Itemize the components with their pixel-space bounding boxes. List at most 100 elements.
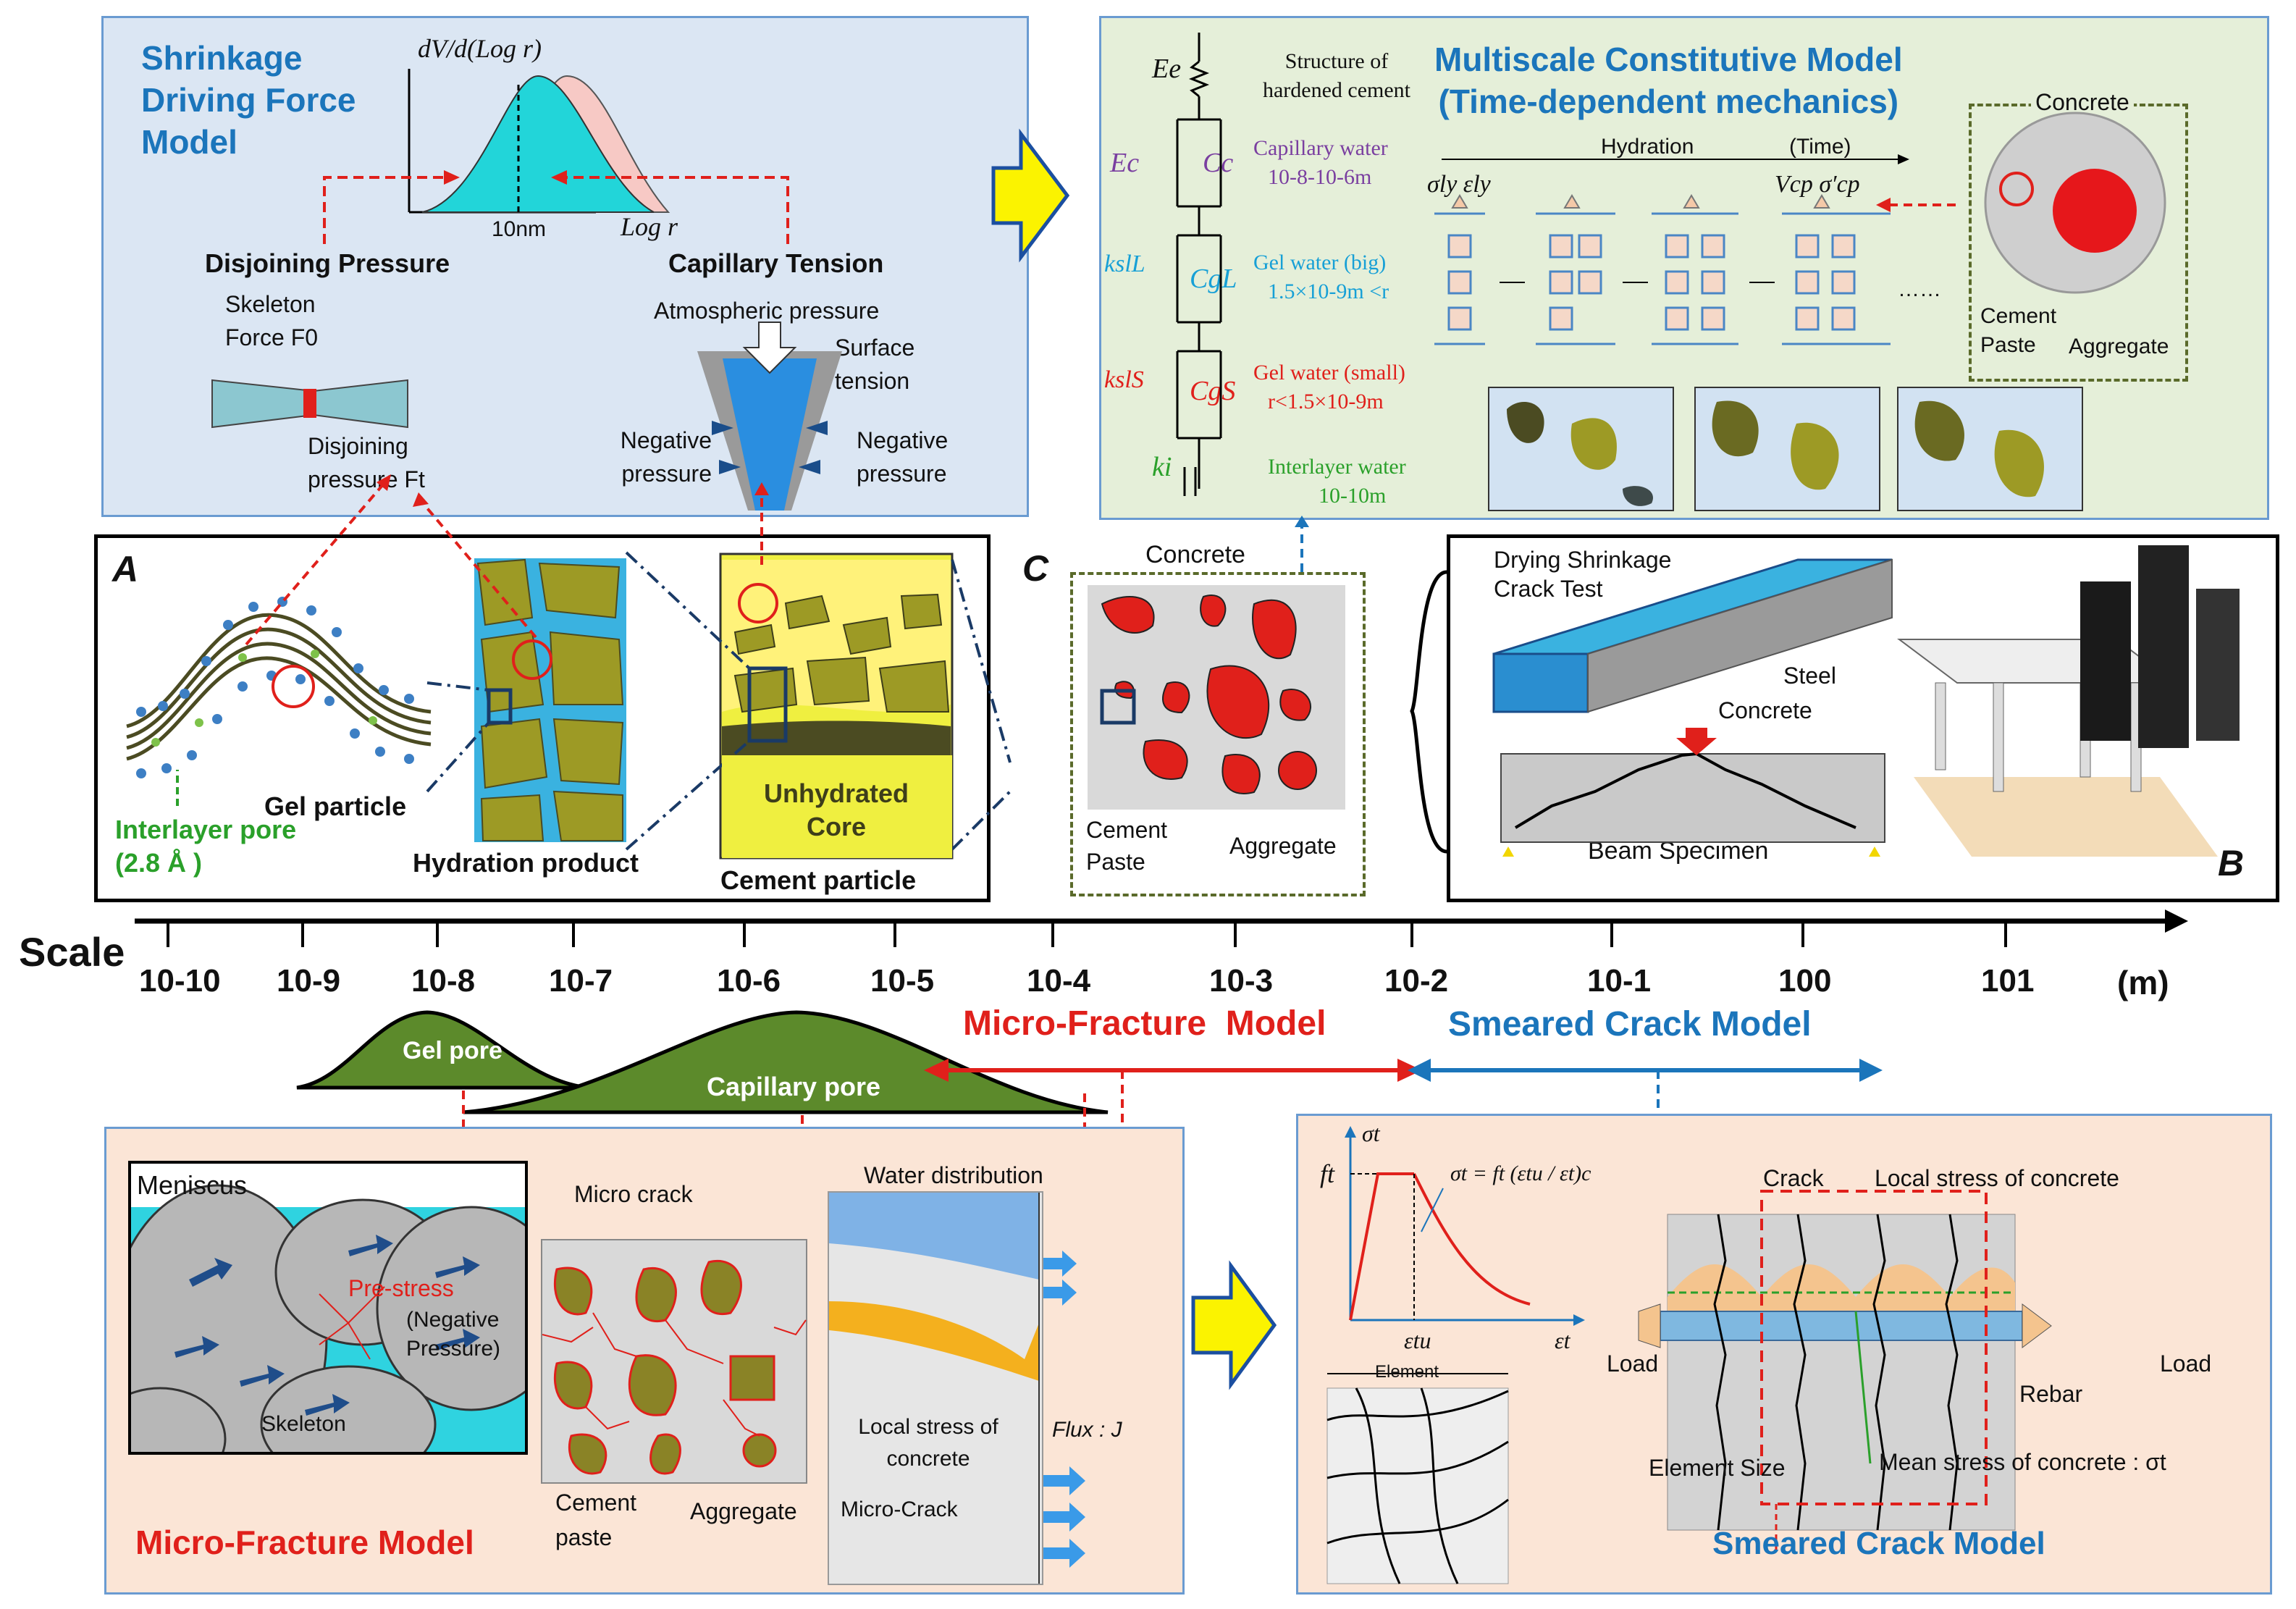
sigma-ly-label: σly εly: [1427, 171, 1491, 198]
capillary-water: [723, 358, 817, 511]
rebar: [1660, 1311, 2023, 1341]
smeared-local-stress: Local stress of concrete: [1875, 1165, 2119, 1191]
aggregate-circle: [2053, 169, 2137, 253]
driving-force-title: Shrinkage Driving Force Model: [141, 37, 356, 163]
concrete-aggregate: Aggregate: [1229, 833, 1337, 859]
driving-force-graphics: [211, 69, 842, 511]
peak-label: 10nm: [492, 217, 547, 241]
constitutive-title-2: (Time-dependent mechanics): [1438, 83, 1899, 120]
micro-crack2-label: Micro-Crack: [841, 1497, 958, 1521]
eps-tu-label: εtu: [1404, 1327, 1431, 1353]
constitutive-title: Multiscale Constitutive Model (Time-depe…: [1434, 38, 1903, 122]
box-A: A Interlayer pore (2.8 Å ) Gel particle …: [94, 534, 1012, 902]
element-size-label: Element Size: [1649, 1455, 1786, 1481]
tick-0: 10-10: [139, 963, 221, 999]
capillary-range-label: 10-8-10-6m: [1268, 165, 1372, 189]
cement-paste-label: Cement paste: [555, 1490, 637, 1550]
bridge-deck: [1897, 639, 2177, 684]
smeared-crack-range-label: Smeared Crack Model: [1448, 1005, 1812, 1043]
micro-panel-title: Micro-Fracture Model: [135, 1524, 474, 1561]
formula-label: σt = ft (εtu / εt)c: [1450, 1161, 1591, 1185]
pre-stress-label: Pre-stress: [348, 1275, 454, 1301]
smeared-concrete: [1667, 1214, 2016, 1531]
tick-10: 100: [1778, 963, 1832, 999]
tick-7: 10-3: [1209, 963, 1274, 999]
tick-11: 101: [1981, 963, 2035, 999]
sigma-t-label: σt: [1362, 1120, 1380, 1146]
capillary-pore-label: Capillary pore: [707, 1072, 881, 1101]
micro-crack-box: [541, 1239, 807, 1484]
cgs-label: CgS: [1190, 376, 1236, 406]
constitutive-graphics: [1176, 33, 2166, 511]
capillary-water-label: Capillary water: [1253, 136, 1388, 160]
tick-9: 10-1: [1587, 963, 1652, 999]
negative-pressure-left: Negative pressure: [620, 427, 712, 487]
eps-t-label: εt: [1555, 1327, 1570, 1353]
interlayer-pore-label: Interlayer pore (2.8 Å ): [115, 815, 297, 878]
cc-label: Cc: [1203, 148, 1234, 178]
tick-1: 10-9: [277, 963, 341, 999]
gel-particle-label: Gel particle: [264, 791, 407, 821]
scale-axis: Scale (m) 10-10 10-9 10-8 10-7 10-6 10-5…: [0, 896, 2296, 1012]
tick-3: 10-7: [549, 963, 613, 999]
smeared-crack-panel: σt ft σt = ft (εtu / εt)c εtu εt Element…: [1296, 1114, 2272, 1595]
gel-small-label: Gel water (small): [1253, 361, 1405, 385]
building-2: [2138, 545, 2189, 748]
left-red-arrow: [323, 176, 444, 244]
micro-fracture-panel: Meniscus Pre-stress (Negative Pressure) …: [104, 1127, 1185, 1595]
label-B: B: [2218, 843, 2245, 883]
drying-test-label: Drying Shrinkage Crack Test: [1494, 547, 1672, 602]
title-line-2: Driving Force: [141, 81, 356, 119]
water-distribution-label: Water distribution: [864, 1162, 1043, 1188]
hydration-product-label: Hydration product: [413, 848, 639, 878]
concrete-box-graphics: [1100, 595, 1317, 794]
crack-label: Crack: [1763, 1165, 1824, 1191]
inset-cement-paste: Cement Paste: [1980, 304, 2057, 357]
skeleton-label: Skeleton: [261, 1412, 346, 1436]
vcp-sigma-label: Vcp σ′cp: [1775, 171, 1860, 198]
box-B-graphics: [1492, 545, 2240, 857]
flux-arrows: [1043, 1251, 1085, 1568]
negative-pressure-right: Negative pressure: [857, 427, 949, 487]
title-line-1: Shrinkage: [141, 39, 303, 77]
bridge-ground: [1914, 777, 2218, 857]
gel-big-range: 1.5×10-9m <r: [1268, 280, 1389, 303]
ft-label: ft: [1320, 1159, 1335, 1188]
meniscus-label: Meniscus: [137, 1170, 248, 1200]
label-A: A: [112, 549, 139, 589]
skeleton-force-label: Skeleton Force F0: [225, 291, 319, 350]
rheology-chain: [1176, 33, 1222, 496]
atmospheric-arrow: [742, 322, 797, 374]
capillary-title: Capillary Tension: [668, 248, 884, 278]
ksls-label: kslS: [1104, 366, 1144, 393]
concrete-label-b: Concrete: [1718, 697, 1812, 723]
inset-concrete-label: Concrete: [2031, 88, 2134, 117]
unit-label: (m): [2117, 964, 2169, 1001]
scale-label: Scale: [19, 929, 125, 975]
element-label: Element: [1375, 1362, 1439, 1382]
cgl-label: CgL: [1190, 264, 1237, 294]
gel-small-range: r<1.5×10-9m: [1268, 390, 1384, 413]
gel-big-label: Gel water (big): [1253, 251, 1387, 274]
x-axis-label: Log r: [621, 212, 678, 241]
mean-stress-label: Mean stress of concrete : σt: [1879, 1449, 2166, 1475]
box-B: Drying Shrinkage Crack Test Steel Concre…: [1447, 534, 2279, 902]
flux-label: Flux : J: [1052, 1418, 1122, 1442]
ki-label: ki: [1152, 452, 1172, 482]
negative-pressure-arrows: [712, 421, 828, 474]
tick-4: 10-6: [717, 963, 781, 999]
structure-label: Structure of hardened cement: [1262, 49, 1411, 102]
building-3: [2196, 589, 2240, 741]
negative-pressure-label: (Negative Pressure): [406, 1308, 501, 1361]
dots-label: ……: [1898, 277, 1941, 301]
meniscus-graphics: [131, 1184, 525, 1452]
interlayer-water-label: Interlayer water: [1268, 455, 1406, 479]
hydration-label: Hydration: [1601, 135, 1694, 159]
constitutive-title-1: Multiscale Constitutive Model: [1434, 41, 1903, 78]
interlayer-range-label: 10-10m: [1319, 484, 1387, 508]
ec-label: Ec: [1110, 148, 1140, 178]
building-1: [2080, 581, 2131, 741]
tick-8: 10-2: [1384, 963, 1449, 999]
water-distribution-box: [828, 1191, 1043, 1585]
unhydrated-core-label: Unhydrated Core: [763, 778, 909, 841]
